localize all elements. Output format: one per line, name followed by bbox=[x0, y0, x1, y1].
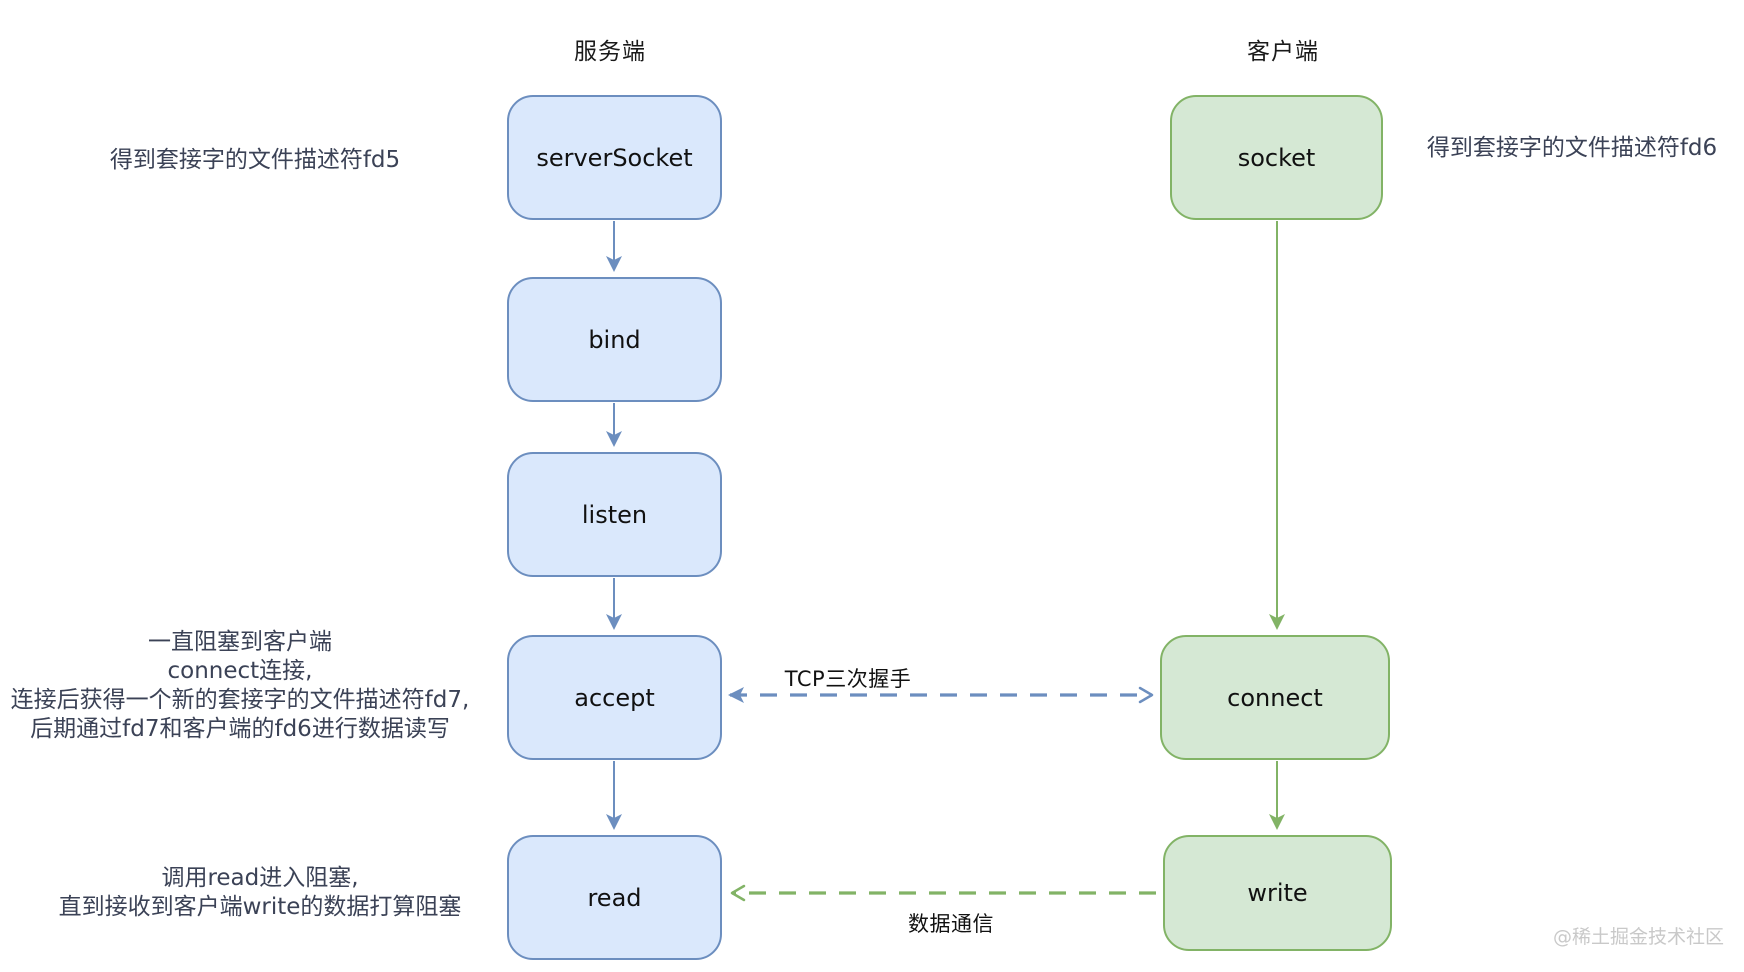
node-connect: connect bbox=[1160, 635, 1390, 760]
server-column-header: 服务端 bbox=[574, 39, 646, 65]
annotation-accept-note-line1: 一直阻塞到客户端 bbox=[148, 629, 332, 655]
annotation-read-note-line2: 直到接收到客户端write的数据打算阻塞 bbox=[58, 894, 462, 920]
node-server-socket: serverSocket bbox=[507, 95, 722, 220]
node-connect-label: connect bbox=[1227, 683, 1323, 712]
node-listen-label: listen bbox=[581, 500, 648, 529]
node-accept-label: accept bbox=[574, 683, 655, 712]
annotation-accept-note-line4: 后期通过fd7和客户端的fd6进行数据读写 bbox=[30, 716, 450, 742]
annotation-accept-note-line2: connect连接, bbox=[167, 658, 313, 684]
client-column-header: 客户端 bbox=[1247, 39, 1319, 65]
node-bind: bind bbox=[507, 277, 722, 402]
node-read-label: read bbox=[587, 883, 642, 912]
node-socket: socket bbox=[1170, 95, 1383, 220]
node-accept: accept bbox=[507, 635, 722, 760]
tcp-handshake-label: TCP三次握手 bbox=[784, 667, 912, 691]
node-bind-label: bind bbox=[588, 325, 641, 354]
node-write: write bbox=[1163, 835, 1392, 951]
node-socket-label: socket bbox=[1237, 143, 1316, 172]
annotation-read-note: 调用read进入阻塞, 直到接收到客户端write的数据打算阻塞 bbox=[30, 864, 490, 922]
annotation-fd6: 得到套接字的文件描述符fd6 bbox=[1426, 135, 1718, 161]
node-server-socket-label: serverSocket bbox=[536, 143, 693, 172]
watermark: @稀土掘金技术社区 bbox=[1553, 926, 1725, 948]
node-listen: listen bbox=[507, 452, 722, 577]
annotation-fd5: 得到套接字的文件描述符fd5 bbox=[109, 147, 401, 173]
annotation-read-note-line1: 调用read进入阻塞, bbox=[161, 865, 359, 891]
node-read: read bbox=[507, 835, 722, 960]
annotation-accept-note-line3: 连接后获得一个新的套接字的文件描述符fd7, bbox=[10, 687, 470, 713]
node-write-label: write bbox=[1247, 879, 1308, 907]
data-comm-label: 数据通信 bbox=[908, 912, 994, 936]
annotation-accept-note: 一直阻塞到客户端 connect连接, 连接后获得一个新的套接字的文件描述符fd… bbox=[0, 628, 480, 744]
